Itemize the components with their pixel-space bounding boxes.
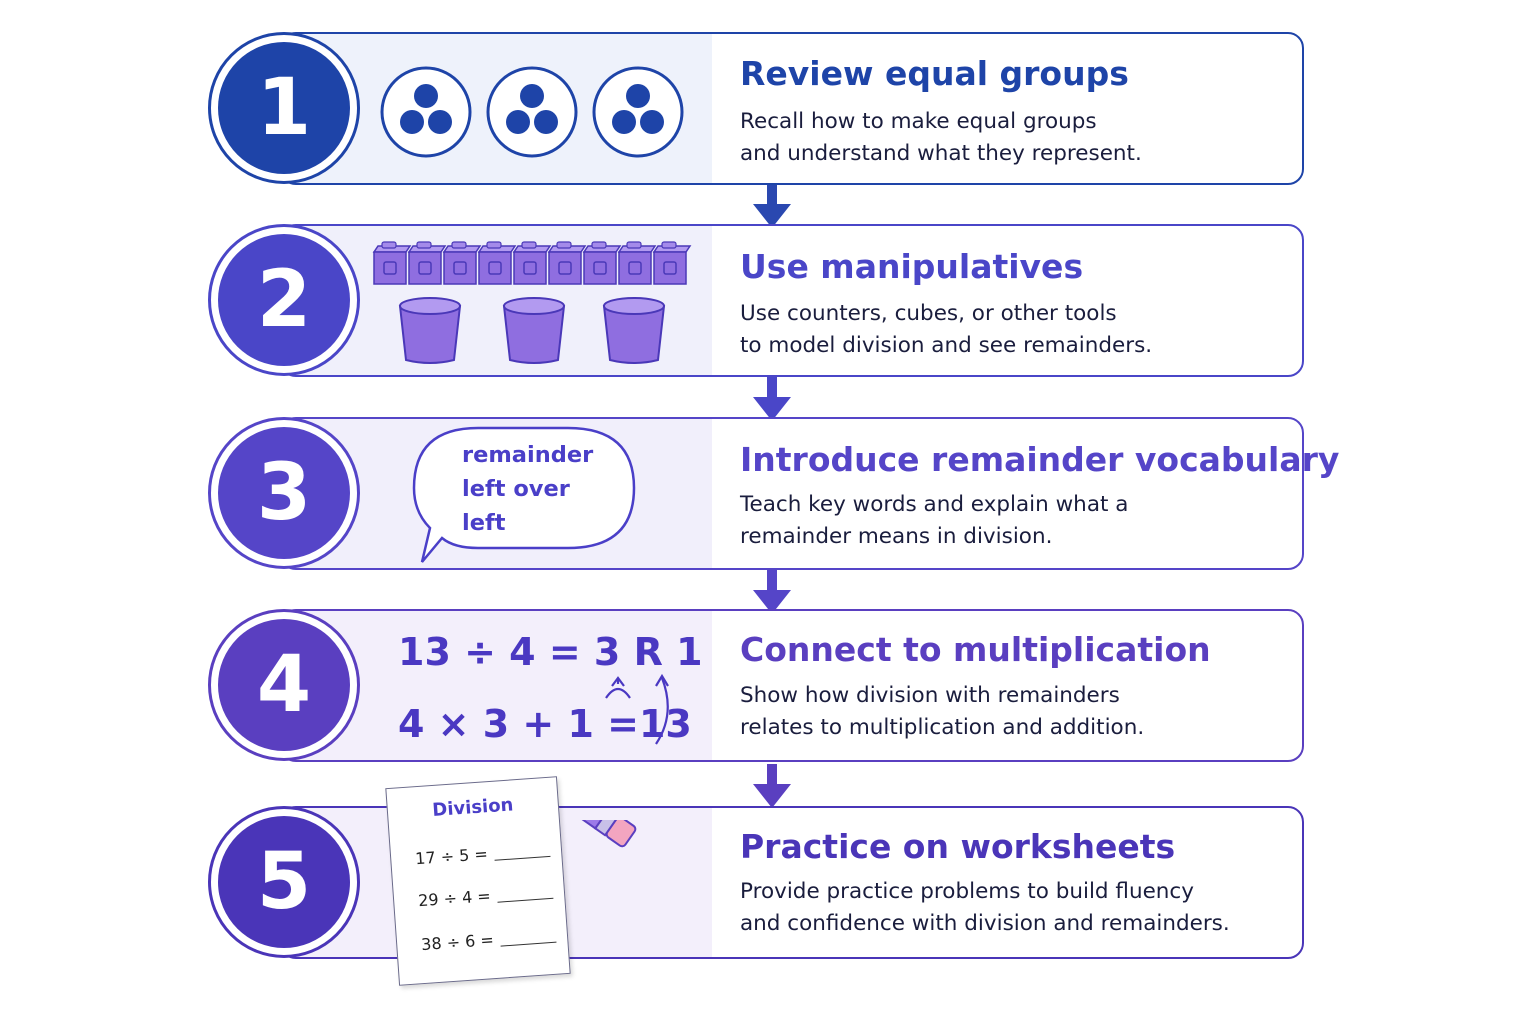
arrow-down-icon xyxy=(753,377,791,421)
cube-icon xyxy=(547,241,587,285)
step-title: Connect to multiplication xyxy=(740,630,1211,669)
speech-bubble-icon xyxy=(412,426,636,563)
vocab-word: remainder xyxy=(462,442,594,468)
step-description: Show how division with remainders relate… xyxy=(740,683,1145,740)
step-number-badge: 1 xyxy=(208,32,360,184)
cube-icon xyxy=(372,241,412,285)
step-number: 2 xyxy=(218,234,350,366)
vocabulary-list: remainder left over left xyxy=(462,438,593,540)
step-number-badge: 2 xyxy=(208,224,360,376)
step-number: 5 xyxy=(218,816,350,948)
cubes-and-cups-icon xyxy=(372,241,692,364)
division-equation: 13 ÷ 4 = 3 R 1 xyxy=(398,630,703,674)
step-title: Introduce remainder vocabulary xyxy=(740,440,1340,479)
step-number: 1 xyxy=(218,42,350,174)
cube-icon xyxy=(512,241,552,285)
vocab-word: left xyxy=(462,510,506,536)
step-number-badge: 5 xyxy=(208,806,360,958)
step-number: 4 xyxy=(218,619,350,751)
cube-icon xyxy=(582,241,622,285)
cup-icon xyxy=(398,297,462,364)
connection-arrows-icon xyxy=(605,673,669,745)
step-card-4 xyxy=(280,609,1304,762)
arrow-down-icon xyxy=(753,570,791,614)
cube-icon xyxy=(442,241,482,285)
step-description: Provide practice problems to build fluen… xyxy=(740,879,1230,936)
equal-groups-circles-icon xyxy=(380,66,684,158)
step-description: Use counters, cubes, or other tools to m… xyxy=(740,301,1153,358)
step-description: Recall how to make equal groups and unde… xyxy=(740,109,1142,166)
arrow-down-icon xyxy=(753,184,791,228)
step-description: Teach key words and explain what a remai… xyxy=(740,492,1129,549)
multiplication-equation: 4 × 3 + 1 =13 xyxy=(398,702,692,746)
cube-icon xyxy=(617,241,657,285)
step-title: Practice on worksheets xyxy=(740,827,1176,866)
arrow-down-icon xyxy=(753,764,791,808)
cube-icon xyxy=(477,241,517,285)
vocab-word: left over xyxy=(462,476,570,502)
pencil-icon xyxy=(530,820,637,848)
step-number: 3 xyxy=(218,427,350,559)
step-number-badge: 4 xyxy=(208,609,360,761)
step-number-badge: 3 xyxy=(208,417,360,569)
cup-icon xyxy=(602,297,666,364)
cup-icon xyxy=(502,297,566,364)
cube-icon xyxy=(407,241,447,285)
step-title: Review equal groups xyxy=(740,54,1129,93)
cube-icon xyxy=(652,241,692,285)
step-title: Use manipulatives xyxy=(740,247,1084,286)
